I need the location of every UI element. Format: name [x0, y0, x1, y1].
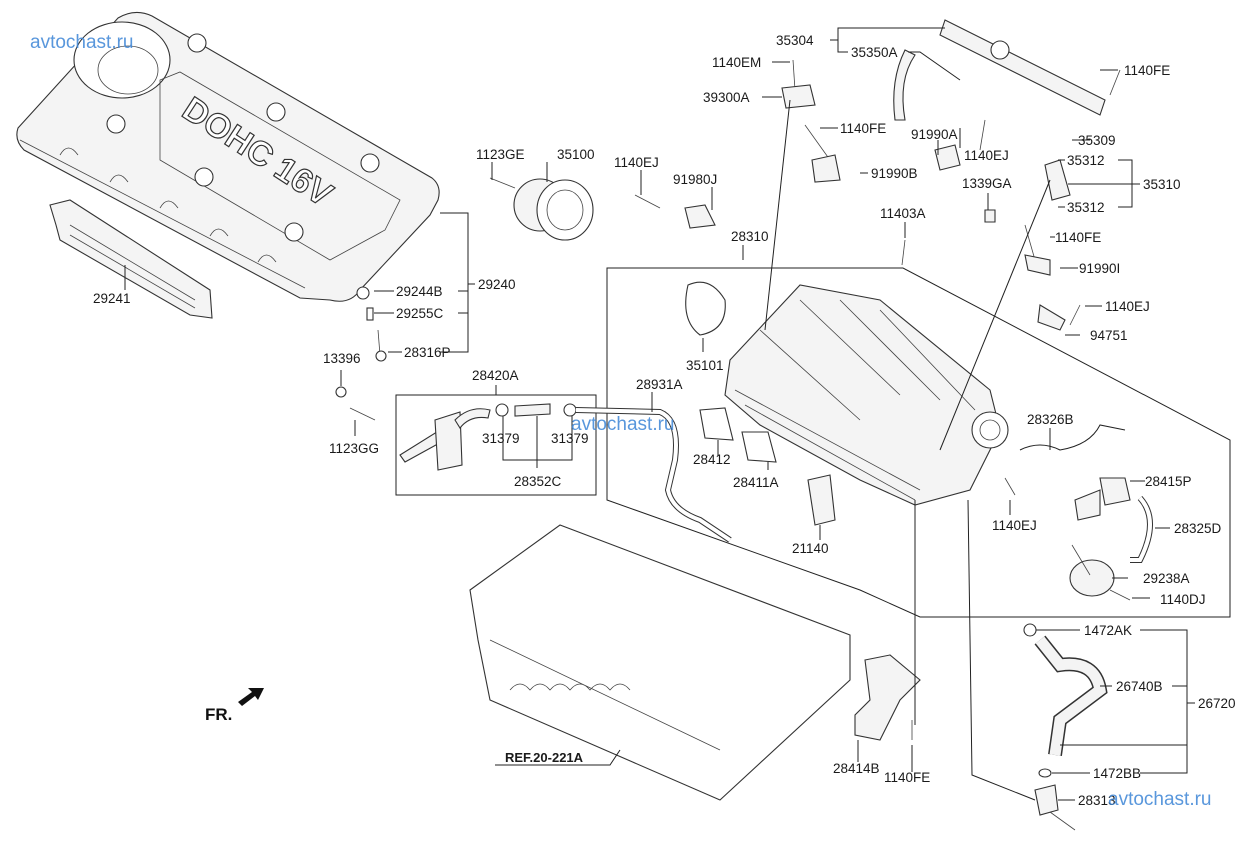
part-label-28420A[interactable]: 28420A	[472, 368, 519, 383]
part-label-39300A[interactable]: 39300A	[703, 90, 750, 105]
part-label-1339GA[interactable]: 1339GA	[962, 176, 1012, 191]
part-label-1472BB[interactable]: 1472BB	[1093, 766, 1141, 781]
part-label-1140FE-1[interactable]: 1140FE	[1124, 63, 1170, 78]
part-label-91990B[interactable]: 91990B	[871, 166, 918, 181]
part-label-91990A[interactable]: 91990A	[911, 127, 958, 142]
part-label-1472AK[interactable]: 1472AK	[1084, 623, 1132, 638]
cylinder-head-drawing	[469, 524, 851, 801]
part-label-35101[interactable]: 35101	[686, 358, 724, 373]
part-label-1140EJ-3[interactable]: 1140EJ	[1105, 299, 1150, 314]
part-label-91990I[interactable]: 91990I	[1079, 261, 1120, 276]
front-direction-label: FR.	[205, 705, 232, 724]
watermark-top-left: avtochast.ru	[30, 32, 134, 53]
fuel-rail-drawing	[893, 19, 1106, 121]
part-label-35312-top[interactable]: 35312	[1067, 153, 1105, 168]
gasket-28411A-drawing	[741, 431, 777, 463]
engine-cover-drawing: DOHC 16V	[16, 11, 440, 302]
part-callouts: 29241 29240 29244B 29255C 28316P 13396 1…	[93, 33, 1236, 808]
watermark-center: avtochast.ru	[571, 414, 675, 435]
part-label-31379-right[interactable]: 31379	[551, 431, 589, 446]
part-label-1123GG[interactable]: 1123GG	[329, 441, 379, 456]
part-label-29244B[interactable]: 29244B	[396, 284, 443, 299]
throttle-gasket-drawing	[685, 281, 726, 336]
part-label-1140FE-3[interactable]: 1140FE	[1055, 230, 1101, 245]
part-label-13396[interactable]: 13396	[323, 351, 361, 366]
part-label-28352C[interactable]: 28352C	[514, 474, 562, 489]
part-label-1140FE-4[interactable]: 1140FE	[884, 770, 930, 785]
part-label-1140DJ[interactable]: 1140DJ	[1160, 592, 1206, 607]
part-label-28316P[interactable]: 28316P	[404, 345, 451, 360]
part-label-35309[interactable]: 35309	[1078, 133, 1116, 148]
part-label-35310[interactable]: 35310	[1143, 177, 1181, 192]
part-label-91980J[interactable]: 91980J	[673, 172, 717, 187]
part-label-28313[interactable]: 28313	[1078, 793, 1116, 808]
front-direction-indicator: FR.	[205, 688, 264, 724]
part-label-1140EM[interactable]: 1140EM	[712, 55, 761, 70]
part-label-29255C[interactable]: 29255C	[396, 306, 444, 321]
part-label-1140EJ-1[interactable]: 1140EJ	[614, 155, 659, 170]
part-label-94751[interactable]: 94751	[1090, 328, 1128, 343]
injector-drawing	[1044, 159, 1071, 201]
solenoid-valve-drawing	[1074, 477, 1131, 521]
bracket-28414B-drawing	[854, 654, 921, 741]
part-label-35312-bottom[interactable]: 35312	[1067, 200, 1105, 215]
part-label-31379-left[interactable]: 31379	[482, 431, 520, 446]
reference-label: REF.20-221A	[505, 750, 584, 765]
part-label-35350A[interactable]: 35350A	[851, 45, 898, 60]
part-label-29238A[interactable]: 29238A	[1143, 571, 1190, 586]
pcv-pipe-drawing	[399, 403, 577, 471]
fasteners-drawing	[335, 59, 1131, 740]
part-label-1140EJ-2[interactable]: 1140EJ	[964, 148, 1009, 163]
part-label-29240[interactable]: 29240	[478, 277, 516, 292]
part-label-28931A[interactable]: 28931A	[636, 377, 683, 392]
part-label-28310[interactable]: 28310	[731, 229, 769, 244]
part-label-26740B[interactable]: 26740B	[1116, 679, 1163, 694]
leader-lines	[124, 27, 1195, 801]
part-label-1140EJ-4[interactable]: 1140EJ	[992, 518, 1037, 533]
watermark-bottom-right: avtochast.ru	[1108, 789, 1212, 810]
part-label-29241[interactable]: 29241	[93, 291, 131, 306]
cover-bracket-drawing	[49, 199, 213, 319]
part-label-26720[interactable]: 26720	[1198, 696, 1236, 711]
manifold-group-outline	[606, 267, 1231, 618]
part-label-28414B[interactable]: 28414B	[833, 761, 880, 776]
clamp-1472BB-drawing	[1038, 768, 1052, 778]
part-label-28412[interactable]: 28412	[693, 452, 731, 467]
front-arrow-icon	[238, 688, 264, 706]
part-label-21140[interactable]: 21140	[792, 541, 829, 556]
part-label-35304[interactable]: 35304	[776, 33, 814, 48]
actuator-29238A-drawing	[1069, 544, 1115, 597]
throttle-body-drawing	[513, 178, 594, 241]
intake-manifold-drawing	[724, 284, 1009, 506]
part-label-28415P[interactable]: 28415P	[1145, 474, 1192, 489]
fitting-28313-drawing	[1034, 784, 1076, 831]
clamp-1472AK-drawing	[1023, 623, 1037, 637]
part-label-1140FE-2[interactable]: 1140FE	[840, 121, 886, 136]
part-label-1123GE[interactable]: 1123GE	[476, 147, 525, 162]
part-label-35100[interactable]: 35100	[557, 147, 595, 162]
part-label-11403A[interactable]: 11403A	[880, 206, 926, 221]
part-label-28411A[interactable]: 28411A	[733, 475, 779, 490]
vacuum-hose-28326B-drawing	[1019, 424, 1126, 451]
gasket-28412-drawing	[699, 407, 734, 441]
part-label-28325D[interactable]: 28325D	[1174, 521, 1222, 536]
part-label-28326B[interactable]: 28326B	[1027, 412, 1074, 427]
